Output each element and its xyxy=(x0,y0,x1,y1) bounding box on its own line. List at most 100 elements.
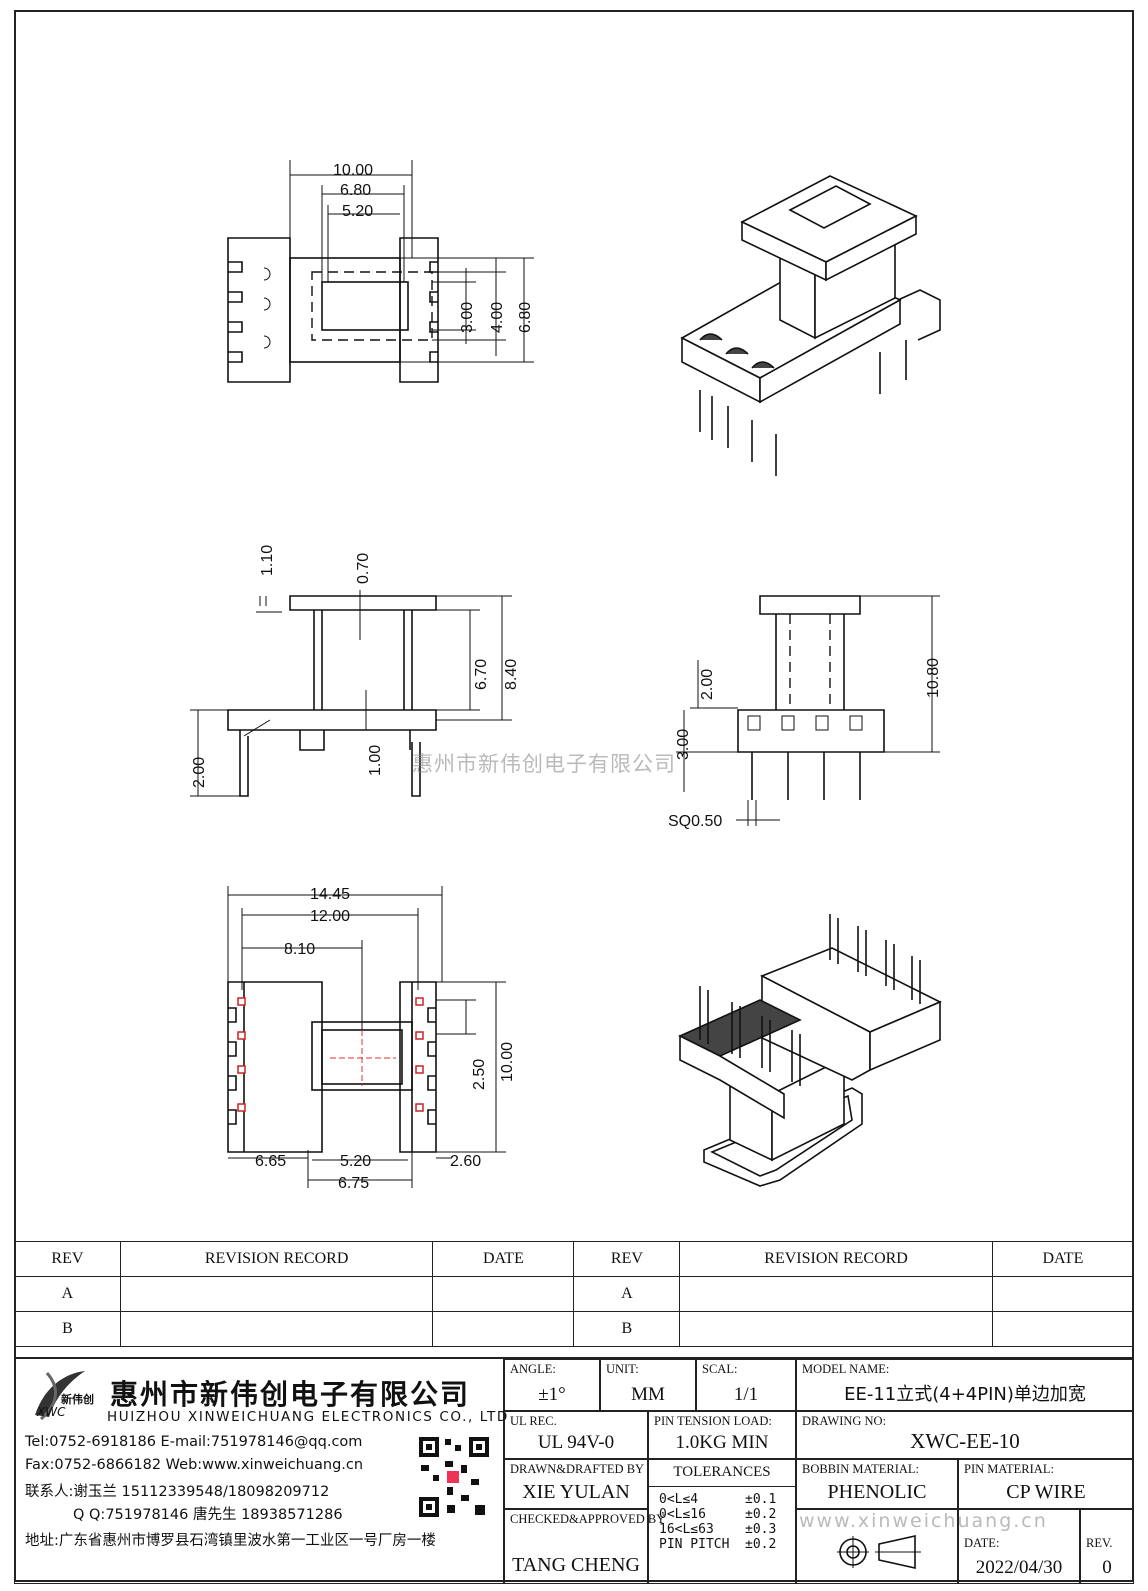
date-header-2: DATE xyxy=(991,1241,1135,1277)
dim-top-10: 10.00 xyxy=(333,162,373,179)
date-cell xyxy=(432,1311,575,1347)
revision-table-header: REV REVISION RECORD DATE REV REVISION RE… xyxy=(14,1241,1135,1277)
pin-tension-cell: PIN TENSION LOAD: 1.0KG MIN xyxy=(648,1411,796,1459)
dim-side-300: 3.00 xyxy=(675,729,692,760)
rev-cell-block: REV. 0 xyxy=(1080,1509,1134,1584)
checked-by-value: TANG CHENG xyxy=(512,1554,640,1576)
rev-cell: A xyxy=(573,1276,681,1312)
ul-rec-cell: UL REC. UL 94V-0 xyxy=(504,1411,648,1459)
drawn-by-label: DRAWN&DRAFTED BY xyxy=(510,1462,645,1476)
dim-front-100: 1.00 xyxy=(367,745,384,776)
tol-value-3: ±0.3 xyxy=(745,1522,777,1537)
date-value: 2022/04/30 xyxy=(975,1557,1063,1578)
rev-header-2: REV xyxy=(573,1241,681,1277)
tol-range-2: 0<L≤16 xyxy=(659,1507,706,1522)
projection-symbol-icon xyxy=(837,1535,921,1569)
pin-material-cell: PIN MATERIAL: CP WIRE xyxy=(958,1459,1134,1509)
revision-table: REV REVISION RECORD DATE REV REVISION RE… xyxy=(14,1241,1135,1347)
date-label: DATE: xyxy=(964,1536,1000,1550)
angle-cell: ANGLE: ±1° xyxy=(504,1359,600,1411)
rev-cell: B xyxy=(14,1311,121,1347)
ul-rec-value: UL 94V-0 xyxy=(537,1432,615,1453)
ul-rec-label: UL REC. xyxy=(510,1414,557,1428)
front-view: 1.10 0.70 6.70 8.40 2.00 1.00 xyxy=(190,545,520,797)
contact-line: 联系人:谢玉兰 15112339548/18098209712 xyxy=(25,1484,330,1500)
dim-bottom-810: 8.10 xyxy=(284,941,315,958)
record-cell xyxy=(679,1311,993,1347)
model-name-label: MODEL NAME: xyxy=(802,1362,890,1376)
dim-bottom-1000: 10.00 xyxy=(499,1042,516,1082)
dim-bottom-260: 2.60 xyxy=(450,1153,481,1170)
record-cell xyxy=(119,1311,434,1347)
dim-bottom-675: 6.75 xyxy=(338,1175,369,1192)
logo-text: 新伟创 xyxy=(61,1393,94,1406)
dim-bottom-1445: 14.45 xyxy=(310,886,350,903)
dim-front-070: 0.70 xyxy=(355,553,372,584)
date-header: DATE xyxy=(432,1241,575,1277)
tel-line: Tel:0752-6918186 E-mail:751978146@qq.com xyxy=(25,1434,363,1450)
qq-line: Q Q:751978146 唐先生 18938571286 xyxy=(73,1507,343,1523)
scale-label: SCAL: xyxy=(702,1362,738,1376)
dim-top-680b: 6.80 xyxy=(517,302,534,333)
dim-front-840: 8.40 xyxy=(503,659,520,690)
rev-cell: B xyxy=(573,1311,681,1347)
unit-label: UNIT: xyxy=(606,1362,639,1376)
rev-header: REV xyxy=(14,1241,121,1277)
date-cell xyxy=(991,1311,1135,1347)
tol-range-4: PIN PITCH xyxy=(659,1537,730,1552)
dim-bottom-665: 6.65 xyxy=(255,1153,286,1170)
dim-top-400: 4.00 xyxy=(489,302,506,333)
pin-tension-label: PIN TENSION LOAD: xyxy=(654,1414,772,1428)
top-view: 10.00 6.80 5.20 3.00 4.00 6.80 xyxy=(227,160,534,383)
company-logo-icon xyxy=(35,1371,85,1421)
dim-bottom-1200: 12.00 xyxy=(310,908,350,925)
pin-tension-value: 1.0KG MIN xyxy=(675,1432,769,1453)
drawing-no-value: XWC-EE-10 xyxy=(910,1429,1020,1453)
drawing-no-cell: DRAWING NO: XWC-EE-10 xyxy=(796,1411,1134,1459)
isometric-view-top xyxy=(680,175,941,476)
pin-material-value: CP WIRE xyxy=(1006,1481,1086,1503)
dim-side-1080: 10.80 xyxy=(925,658,942,698)
table-row: B B xyxy=(14,1311,1135,1347)
dim-bottom-520: 5.20 xyxy=(340,1153,371,1170)
rev-label: REV. xyxy=(1086,1536,1113,1550)
fax-line: Fax:0752-6866182 Web:www.xinweichuang.cn xyxy=(25,1457,364,1473)
unit-cell: UNIT: MM xyxy=(600,1359,696,1411)
tol-range-1: 0<L≤4 xyxy=(659,1492,699,1507)
side-view: 10.80 2.00 3.00 SQ0.50 xyxy=(668,595,942,830)
dim-side-sq050: SQ0.50 xyxy=(668,813,722,830)
rev-value: 0 xyxy=(1102,1557,1112,1578)
technical-drawing: 10.00 6.80 5.20 3.00 4.00 6.80 1.10 0 xyxy=(190,160,942,1192)
watermark-company: 惠州市新伟创电子有限公司 xyxy=(412,752,676,776)
revision-record-header: REVISION RECORD xyxy=(119,1241,434,1277)
tol-value-1: ±0.1 xyxy=(745,1492,777,1507)
company-name-cn: 惠州市新伟创电子有限公司 xyxy=(110,1378,471,1411)
record-cell xyxy=(119,1276,434,1312)
model-name-cell: MODEL NAME: EE-11立式(4+4PIN)单边加宽 xyxy=(796,1359,1134,1411)
dim-top-520: 5.20 xyxy=(342,203,373,220)
company-name-en: HUIZHOU XINWEICHUANG ELECTRONICS CO., LT… xyxy=(107,1409,509,1425)
drawing-no-label: DRAWING NO: xyxy=(802,1414,887,1428)
tolerances-label: TOLERANCES xyxy=(673,1464,771,1480)
title-block: 新伟创 XWC 惠州市新伟创电子有限公司 HUIZHOU XINWEICHUAN… xyxy=(14,1357,1134,1584)
bobbin-material-cell: BOBBIN MATERIAL: PHENOLIC xyxy=(796,1459,958,1509)
projection-symbol-cell xyxy=(796,1509,958,1584)
dim-bottom-250: 2.50 xyxy=(471,1059,488,1090)
date-cell-block: DATE: 2022/04/30 www.xinweichuang.cn xyxy=(799,1509,1080,1584)
drawn-by-cell: DRAWN&DRAFTED BY XIE YULAN xyxy=(504,1459,648,1509)
tolerances-cell: TOLERANCES 0<L≤4 ±0.1 0<L≤16 ±0.2 16<L≤6… xyxy=(648,1459,796,1584)
revision-record-header-2: REVISION RECORD xyxy=(679,1241,993,1277)
isometric-view-bottom xyxy=(678,914,942,1187)
dim-front-110: 1.10 xyxy=(259,545,276,576)
company-info: 新伟创 XWC 惠州市新伟创电子有限公司 HUIZHOU XINWEICHUAN… xyxy=(14,1359,507,1584)
bobbin-material-label: BOBBIN MATERIAL: xyxy=(802,1462,920,1476)
watermark-web: www.xinweichuang.cn xyxy=(799,1510,1048,1532)
dim-side-200: 2.00 xyxy=(699,669,716,700)
tol-value-2: ±0.2 xyxy=(745,1507,777,1522)
pin-material-label: PIN MATERIAL: xyxy=(964,1462,1054,1476)
scale-value: 1/1 xyxy=(733,1384,759,1405)
address-line: 地址:广东省惠州市博罗县石湾镇里波水第一工业区一号厂房一楼 xyxy=(25,1533,436,1549)
unit-value: MM xyxy=(631,1384,665,1405)
checked-by-cell: CHECKED&APPROVED BY TANG CHENG xyxy=(504,1509,665,1584)
date-cell xyxy=(432,1276,575,1312)
